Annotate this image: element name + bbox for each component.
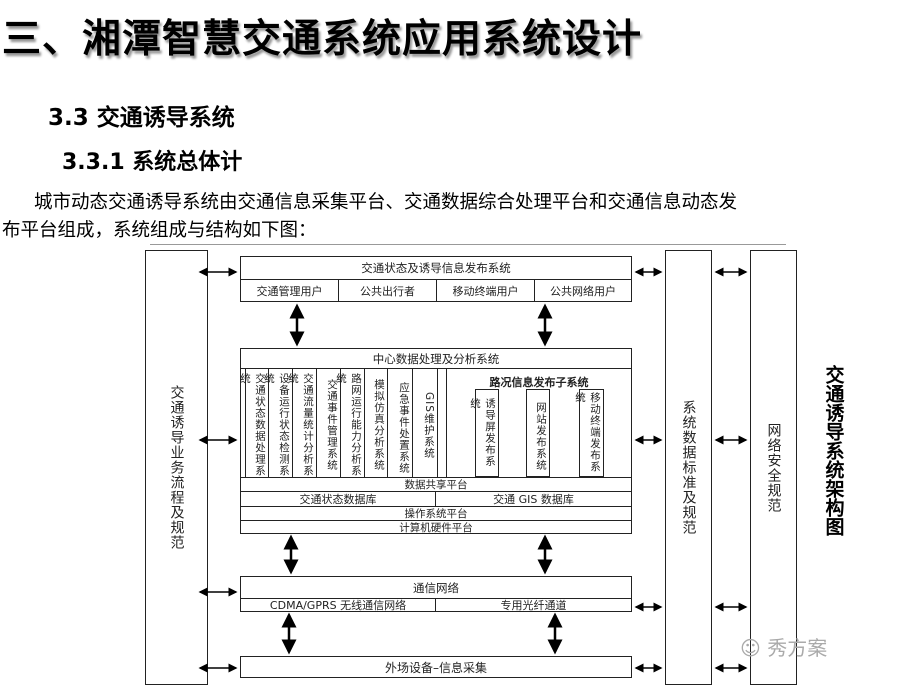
user-type: 交通管理用户 (241, 280, 339, 301)
user-type: 公共出行者 (339, 280, 437, 301)
publish-subsystem: 诱导屏发布系统 (469, 389, 499, 477)
subsystem-column: 交通事件管理系统 (317, 369, 341, 477)
publish-system-title: 交通状态及诱导信息发布系统 (361, 261, 511, 275)
wireless-network: CDMA/GPRS 无线通信网络 (241, 599, 436, 612)
traffic-gis-db: 交通 GIS 数据库 (493, 493, 574, 506)
subsystem-column: 应急事件处置系统 (388, 369, 413, 477)
subsystem-column: 模拟仿真分析系统 (365, 369, 388, 477)
center-system-title: 中心数据处理及分析系统 (241, 349, 631, 369)
subsystem-column: 交通流量统计分析系统 (287, 369, 317, 477)
slide-title: 三、湘潭智慧交通系统应用系统设计 (2, 17, 643, 62)
subsystem-column: 设备运行状态检测系统 (263, 369, 293, 477)
paragraph-line: 城市动态交通诱导系统由交通信息采集平台、交通数据综合处理平台和交通信息动态发 (34, 192, 738, 213)
publish-system-box: 交通状态及诱导信息发布系统 交通管理用户 公共出行者 移动终端用户 公共网络用户 (240, 256, 632, 302)
watermark: ☺ 秀方案 (740, 632, 827, 661)
watermark-text: 秀方案 (767, 636, 828, 660)
paragraph-line: 布平台组成，系统组成与结构如下图： (2, 220, 317, 241)
diagram-side-title: 交通诱导系统架构图 (822, 364, 845, 536)
fiber-channel: 专用光纤通道 (500, 599, 567, 612)
network-title: 通信网络 (413, 580, 459, 595)
center-data-system-box: 中心数据处理及分析系统 交通状态数据处理系统 设备运行状态检测系统 交通流量统计… (239, 348, 632, 534)
divider (150, 244, 786, 245)
subsection-heading: 3.3.1 系统总体计 (62, 150, 243, 175)
data-share-platform: 数据共享平台 (241, 477, 631, 491)
publish-subsystem: 移动终端发布系统 (574, 389, 604, 477)
wechat-icon: ☺ (740, 636, 768, 660)
network-security-box: 网络安全规范 (750, 250, 797, 685)
subsystem-column: 路网运行能力分析系统 (335, 369, 365, 477)
data-standard-box: 系统数据标准及规范 (665, 250, 712, 685)
user-type: 移动终端用户 (437, 280, 535, 301)
road-info-subsystem: 路况信息发布子系统 诱导屏发布系统 网站发布系统 移动终端发布系统 (447, 369, 631, 477)
communication-network-box: 通信网络 CDMA/GPRS 无线通信网络 专用光纤通道 (240, 576, 632, 612)
hardware-platform: 计算机硬件平台 (241, 520, 631, 534)
os-platform: 操作系统平台 (241, 506, 631, 520)
user-type: 公共网络用户 (550, 284, 616, 298)
field-equipment-box: 外场设备–信息采集 (240, 656, 632, 678)
publish-subsystem: 网站发布系统 (526, 389, 550, 477)
section-heading: 3.3 交通诱导系统 (48, 105, 235, 131)
business-process-box: 交通诱导业务流程及规范 (145, 250, 208, 685)
road-info-subsystem-title: 路况信息发布子系统 (489, 376, 589, 389)
traffic-state-db: 交通状态数据库 (241, 492, 436, 506)
subsystem-column: GIS维护系统 (413, 369, 438, 477)
